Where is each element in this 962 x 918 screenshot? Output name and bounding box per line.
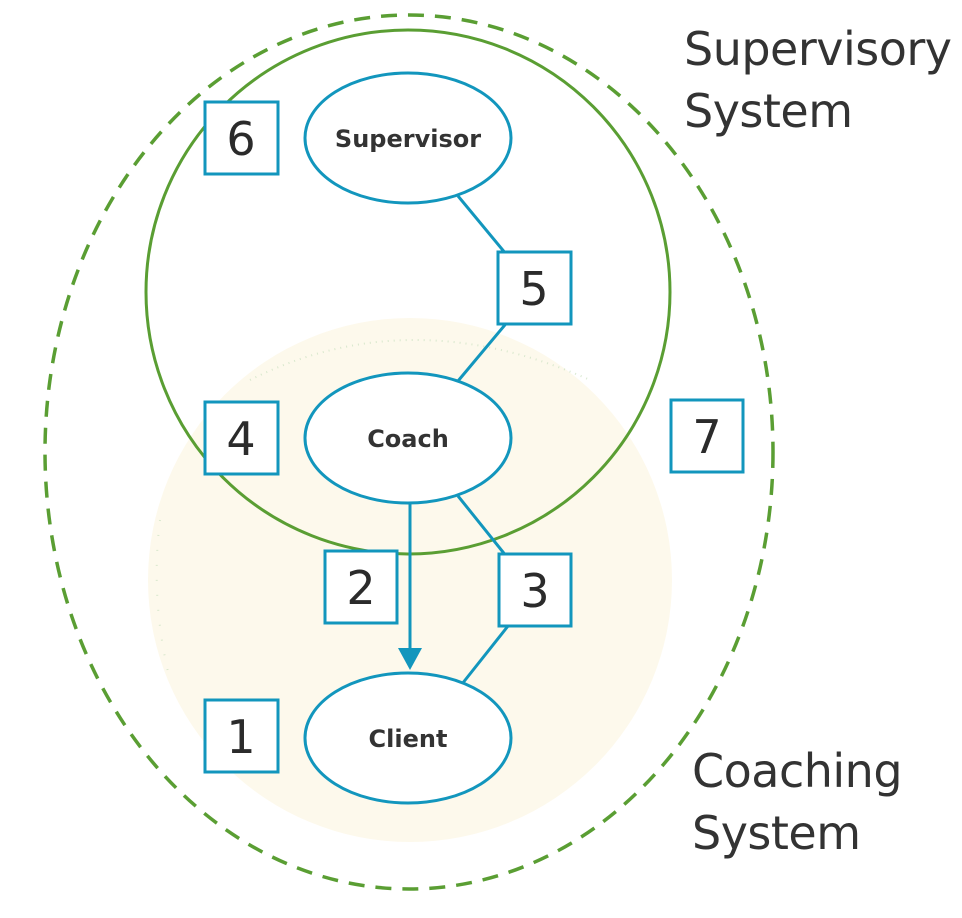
node-client: Client [303,671,513,805]
mode-number-2: 2 [346,561,375,615]
supervisory-system-label: Supervisory System [684,18,952,142]
supervisory-system-label-line2: System [684,84,853,138]
mode-number-7: 7 [692,410,721,464]
outer-system-boundary [43,13,775,891]
node-coach: Coach [303,371,513,505]
mode-box-5: 5 [496,250,573,326]
supervisory-system-boundary [144,28,672,556]
coaching-system-label-line1: Coaching [692,744,903,798]
node-coach-label: Coach [367,425,449,453]
arrow-head-icon [398,648,422,670]
mode-box-2: 2 [323,549,399,625]
mode-number-3: 3 [520,564,549,618]
supervisory-system-label-line1: Supervisory [684,22,952,76]
mode-number-6: 6 [226,112,255,166]
node-client-label: Client [369,725,448,753]
node-supervisor-label: Supervisor [335,125,481,153]
coaching-system-label-line2: System [692,806,861,860]
mode-box-1: 1 [203,698,280,774]
mode-box-3: 3 [497,552,573,628]
mode-box-6: 6 [203,100,280,176]
node-supervisor: Supervisor [303,71,513,205]
mode-box-4: 4 [203,400,280,476]
coaching-system-label: Coaching System [692,740,903,864]
mode-number-5: 5 [519,262,548,316]
mode-number-1: 1 [226,710,255,764]
mode-number-4: 4 [226,412,255,466]
mode-box-7: 7 [669,398,745,474]
